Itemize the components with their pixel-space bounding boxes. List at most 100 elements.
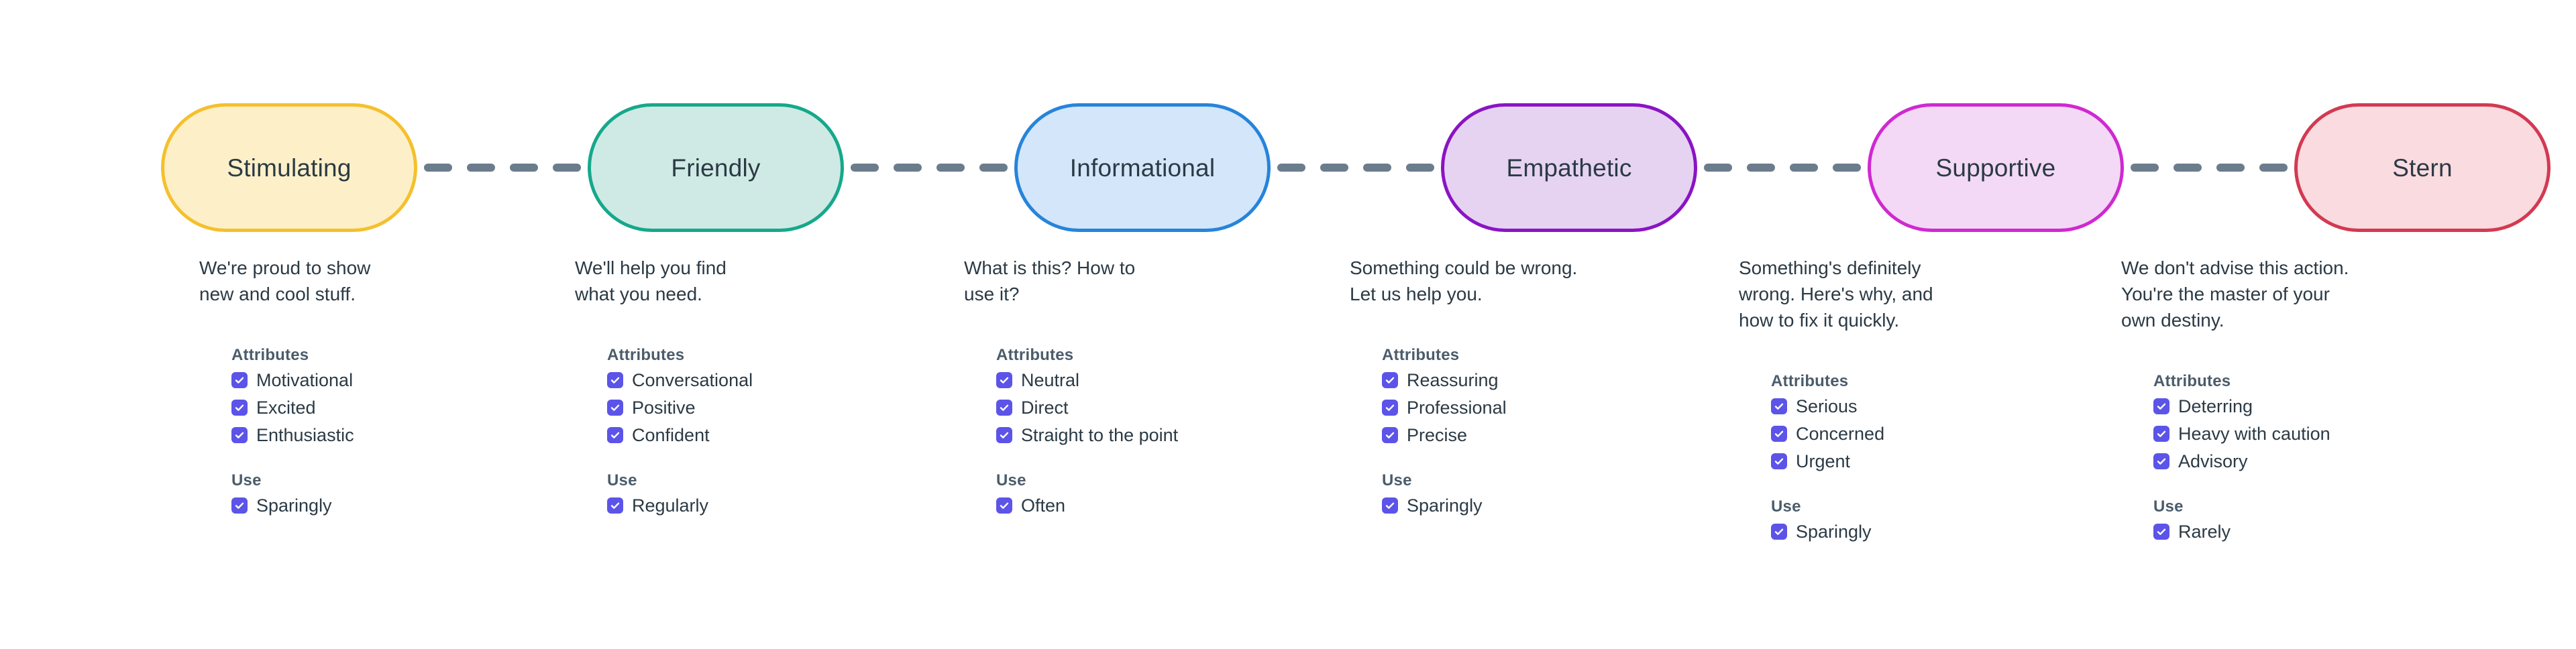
checkbox-checked-icon[interactable] [231,427,248,443]
attribute-item[interactable]: Motivational [231,371,575,390]
attribute-item[interactable]: Excited [231,398,575,417]
attribute-item-label: Advisory [2178,451,2248,471]
attribute-item-label: Concerned [1796,424,1885,444]
tone-pill-empathetic[interactable]: Empathetic [1441,103,1697,232]
checkbox-checked-icon[interactable] [996,427,1012,443]
tone-pill-supportive[interactable]: Supportive [1868,103,2124,232]
attribute-item[interactable]: Reassuring [1382,371,1725,390]
attribute-item[interactable]: Heavy with caution [2153,424,2497,443]
checkbox-checked-icon[interactable] [2153,524,2169,540]
use-item-label: Sparingly [1796,522,1872,542]
use-item[interactable]: Sparingly [231,496,575,515]
checkbox-checked-icon[interactable] [1382,372,1398,388]
use-item[interactable]: Sparingly [1382,496,1725,515]
checkbox-checked-icon[interactable] [1771,398,1787,414]
connector-dash [894,164,922,172]
tone-pill-stern[interactable]: Stern [2294,103,2551,232]
connector-dash [936,164,965,172]
checkbox-checked-icon[interactable] [231,400,248,416]
connector-dash [2174,164,2202,172]
attribute-item[interactable]: Professional [1382,398,1725,417]
attribute-item[interactable]: Precise [1382,426,1725,445]
checkbox-checked-icon[interactable] [1382,400,1398,416]
checkbox-checked-icon[interactable] [1771,524,1787,540]
use-item[interactable]: Regularly [607,496,951,515]
attribute-group-title: Attributes [2153,372,2231,390]
tone-pill-label: Stimulating [227,154,352,182]
checkbox-checked-icon[interactable] [1382,497,1398,514]
tone-pill-label: Friendly [671,154,761,182]
checkbox-checked-icon[interactable] [231,372,248,388]
attribute-item[interactable]: Deterring [2153,397,2497,416]
checkbox-checked-icon[interactable] [996,497,1012,514]
connector-dashed-line [1704,164,1861,172]
tone-pill-informational[interactable]: Informational [1014,103,1271,232]
attribute-item-label: Urgent [1796,451,1851,471]
connector-dash [979,164,1008,172]
checkbox-checked-icon[interactable] [607,400,623,416]
attribute-item-label: Conversational [632,370,753,390]
attribute-item[interactable]: Positive [607,398,951,417]
use-group-title: Use [1771,497,1801,516]
attribute-item[interactable]: Confident [607,426,951,445]
use-item-label: Sparingly [1407,495,1483,516]
attribute-group-title: Attributes [1382,346,1460,364]
connector-dash [553,164,581,172]
attribute-item[interactable]: Neutral [996,371,1340,390]
checkbox-checked-icon[interactable] [231,497,248,514]
checkbox-checked-icon[interactable] [996,400,1012,416]
connector-dashed-line [1277,164,1434,172]
attribute-group-title: Attributes [996,346,1074,364]
use-item[interactable]: Rarely [2153,522,2497,541]
tone-pill-friendly[interactable]: Friendly [588,103,844,232]
checkbox-checked-icon[interactable] [1382,427,1398,443]
checkbox-checked-icon[interactable] [996,372,1012,388]
attribute-item[interactable]: Urgent [1771,452,2114,471]
attribute-item-label: Excited [256,398,316,418]
tone-pill-stimulating[interactable]: Stimulating [161,103,417,232]
attribute-item[interactable]: Enthusiastic [231,426,575,445]
use-item[interactable]: Often [996,496,1340,515]
connector-dash [1790,164,1818,172]
use-item[interactable]: Sparingly [1771,522,2114,541]
checkbox-checked-icon[interactable] [607,372,623,388]
checkbox-checked-icon[interactable] [1771,426,1787,442]
checkbox-checked-icon[interactable] [2153,426,2169,442]
connector-dash [2216,164,2245,172]
use-group-title: Use [231,471,262,489]
checkbox-checked-icon[interactable] [1771,453,1787,469]
attribute-item[interactable]: Advisory [2153,452,2497,471]
attribute-item-label: Precise [1407,425,1468,445]
attribute-item-label: Positive [632,398,696,418]
attribute-item[interactable]: Concerned [1771,424,2114,443]
attribute-item[interactable]: Serious [1771,397,2114,416]
attribute-group-title: Attributes [231,346,309,364]
checkbox-checked-icon[interactable] [2153,453,2169,469]
use-item-label: Rarely [2178,522,2231,542]
attribute-item-label: Heavy with caution [2178,424,2330,444]
attribute-item[interactable]: Conversational [607,371,951,390]
attribute-item[interactable]: Straight to the point [996,426,1340,445]
checkbox-checked-icon[interactable] [607,497,623,514]
attribute-item[interactable]: Direct [996,398,1340,417]
connector-dashed-line [424,164,581,172]
checkbox-checked-icon[interactable] [607,427,623,443]
checkbox-checked-icon[interactable] [2153,398,2169,414]
use-group-title: Use [1382,471,1412,489]
